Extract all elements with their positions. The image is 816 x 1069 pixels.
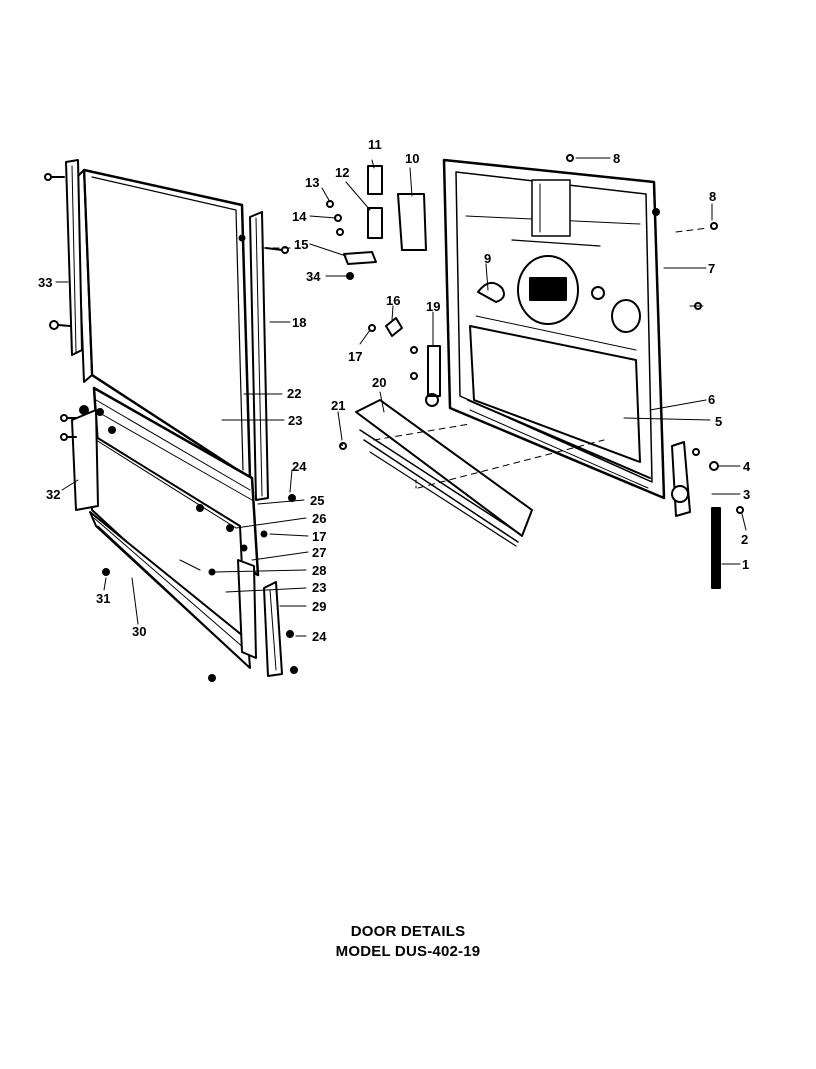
callout-16: 16: [386, 293, 400, 308]
leader-lines: [55, 157, 747, 637]
callout-34: 34: [306, 269, 321, 284]
hinge-hardware: [326, 154, 574, 337]
callout-13: 13: [305, 175, 319, 190]
callout-11: 11: [368, 137, 382, 152]
lower-panel-assembly: [60, 386, 260, 669]
dashed-assembly-lines: [261, 227, 709, 489]
diagram-caption-model: MODEL DUS-402-19: [335, 943, 481, 960]
callout-8-right: 8: [709, 189, 716, 204]
outer-door-panel: [75, 168, 252, 480]
callout-31: 31: [96, 591, 110, 606]
callout-33: 33: [38, 275, 52, 290]
callout-labels: 1 2 3 4 5 6 7 8 8 9 10 11 12 13 14 15 16…: [38, 137, 751, 644]
callout-5: 5: [715, 414, 722, 429]
left-trim-strip: [44, 159, 83, 356]
callout-7: 7: [708, 261, 715, 276]
callout-25: 25: [310, 493, 324, 508]
inner-door-liner: [467, 315, 651, 489]
callout-30: 30: [132, 624, 146, 639]
right-trim-strip: [238, 211, 289, 501]
callout-1: 1: [742, 557, 749, 572]
callout-21: 21: [331, 398, 345, 413]
callout-3: 3: [743, 487, 750, 502]
callout-20: 20: [372, 375, 386, 390]
callout-26: 26: [312, 511, 326, 526]
callout-23-upper: 23: [288, 413, 302, 428]
callout-14: 14: [292, 209, 307, 224]
callout-8-top: 8: [613, 151, 620, 166]
callout-28: 28: [312, 563, 326, 578]
callout-19: 19: [426, 299, 440, 314]
callout-24-upper: 24: [292, 459, 307, 474]
callout-32: 32: [46, 487, 60, 502]
door-latch-bracket: [410, 345, 441, 407]
diagram-caption-title: DOOR DETAILS: [350, 923, 466, 940]
kick-plate: [339, 399, 533, 547]
door-screws-left: [102, 494, 298, 682]
callout-2: 2: [741, 532, 748, 547]
callout-29: 29: [312, 599, 326, 614]
callout-24-lower: 24: [312, 629, 327, 644]
callout-18: 18: [292, 315, 306, 330]
callout-15: 15: [294, 237, 308, 252]
callout-10: 10: [405, 151, 419, 166]
callout-17-upper: 17: [348, 349, 362, 364]
detergent-dispenser: [477, 255, 641, 333]
right-side-hardware: [652, 208, 744, 589]
callout-9: 9: [484, 251, 491, 266]
callout-4: 4: [743, 459, 751, 474]
lower-right-trim: [237, 559, 283, 677]
callout-6: 6: [708, 392, 715, 407]
callout-17-lower: 17: [312, 529, 326, 544]
callout-12: 12: [335, 165, 349, 180]
callout-22: 22: [287, 386, 301, 401]
callout-23-lower: 23: [312, 580, 326, 595]
callout-27: 27: [312, 545, 326, 560]
